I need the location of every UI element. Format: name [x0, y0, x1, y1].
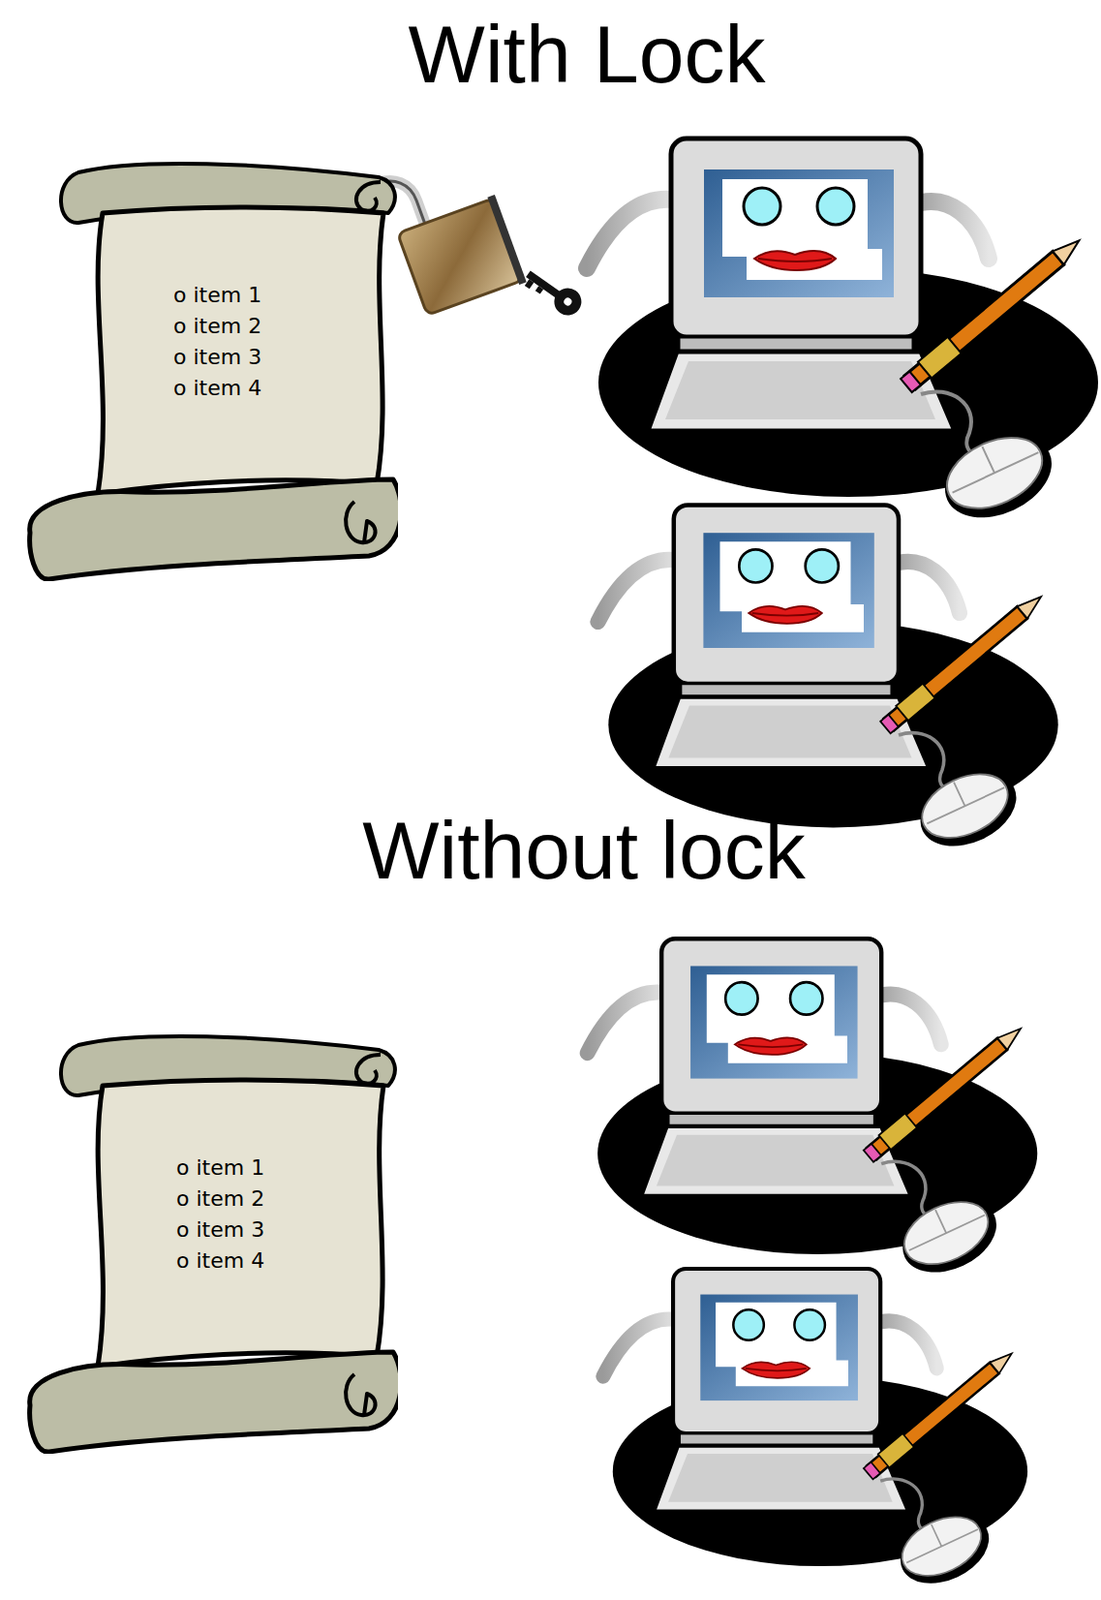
list-item: o item 2: [173, 313, 262, 339]
scroll-part: [345, 1374, 375, 1415]
scroll-part: [30, 1351, 398, 1452]
computer-1: [586, 138, 1099, 534]
scroll-part: [97, 1079, 384, 1367]
scroll-part: [356, 182, 381, 212]
scroll-part: [356, 1054, 381, 1084]
list-item: o item 4: [176, 1248, 265, 1274]
list-item: o item 1: [176, 1155, 265, 1181]
scroll-part: [30, 479, 398, 580]
list-item: o item 1: [173, 282, 262, 308]
section-heading: Without lock: [362, 809, 806, 891]
list-item: o item 3: [173, 344, 262, 370]
key: [519, 262, 586, 321]
list-item: o item 3: [176, 1217, 265, 1243]
scroll-node: o item 1 o item 2 o item 3 o item 4: [20, 1025, 398, 1454]
section-heading: With Lock: [408, 13, 766, 95]
scroll-part: [345, 501, 375, 543]
computer-4: [603, 1268, 1028, 1597]
list-item: o item 2: [176, 1186, 265, 1212]
computer-3: [587, 938, 1039, 1286]
computer-2: [598, 504, 1059, 860]
scroll-node: o item 1 o item 2 o item 3 o item 4: [20, 152, 398, 582]
list-item: o item 4: [173, 375, 262, 401]
scroll-part: [97, 207, 384, 494]
